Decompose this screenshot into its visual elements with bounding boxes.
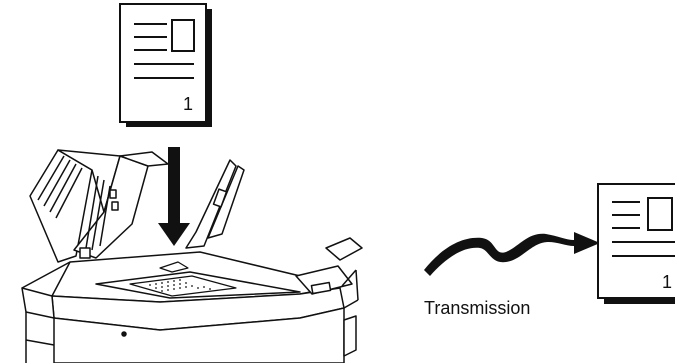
original-document: 1 [120, 4, 212, 127]
received-page-number: 1 [662, 272, 672, 292]
copier-machine [22, 150, 362, 363]
transmission-label: Transmission [424, 298, 530, 318]
original-page-number: 1 [183, 94, 193, 114]
received-document: 1 [598, 184, 675, 304]
transmission-arrow [424, 232, 600, 276]
rear-panel [186, 160, 244, 248]
document-feeder-lid [30, 150, 168, 262]
